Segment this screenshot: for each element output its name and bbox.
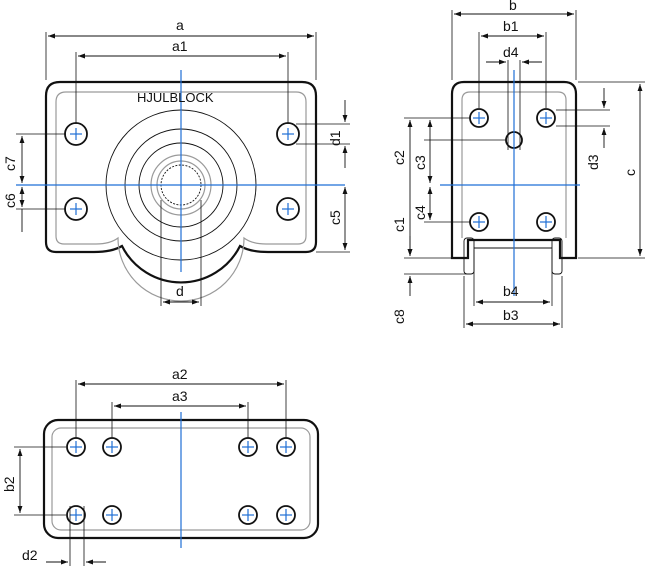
- dim-b1: b1: [503, 18, 519, 34]
- dim-c3: c3: [412, 155, 428, 170]
- dim-d3: d3: [585, 154, 601, 170]
- dim-b4: b4: [503, 283, 519, 299]
- dim-c8: c8: [391, 309, 407, 324]
- side-body-outline: [450, 80, 578, 260]
- dim-c1: c1: [391, 217, 407, 232]
- dim-c5: c5: [327, 210, 343, 225]
- dim-a3: a3: [172, 388, 188, 404]
- dim-b2: b2: [1, 476, 17, 492]
- dim-c7: c7: [2, 156, 18, 171]
- brand-text: HJULBLOCK: [137, 90, 214, 105]
- dim-d: d: [176, 283, 184, 299]
- dim-c2: c2: [391, 150, 407, 165]
- dim-b3: b3: [503, 307, 519, 323]
- front-view: HJULBLOCK a a1 d c7 c6 d1 c5: [2, 17, 350, 306]
- dim-d1: d1: [327, 130, 343, 146]
- dim-a: a: [176, 17, 184, 33]
- front-body-outline: [44, 80, 318, 284]
- front-hole-crosses: [70, 128, 294, 215]
- side-view: b b1 d4 c d3 c1 c2 c3 c4: [391, 0, 645, 328]
- top-hole-crosses: [70, 441, 292, 521]
- dim-d2: d2: [22, 547, 38, 563]
- dim-a2: a2: [172, 366, 188, 382]
- dim-c: c: [622, 169, 638, 176]
- dim-c6: c6: [2, 193, 18, 208]
- dim-a1: a1: [172, 38, 188, 54]
- side-hole-crosses: [473, 112, 552, 228]
- top-view: a2 a3 b2 d2: [1, 366, 320, 566]
- dim-c4: c4: [412, 205, 428, 220]
- dim-d4: d4: [503, 44, 519, 60]
- dim-b: b: [509, 0, 517, 13]
- side-inner-contour: [461, 91, 567, 238]
